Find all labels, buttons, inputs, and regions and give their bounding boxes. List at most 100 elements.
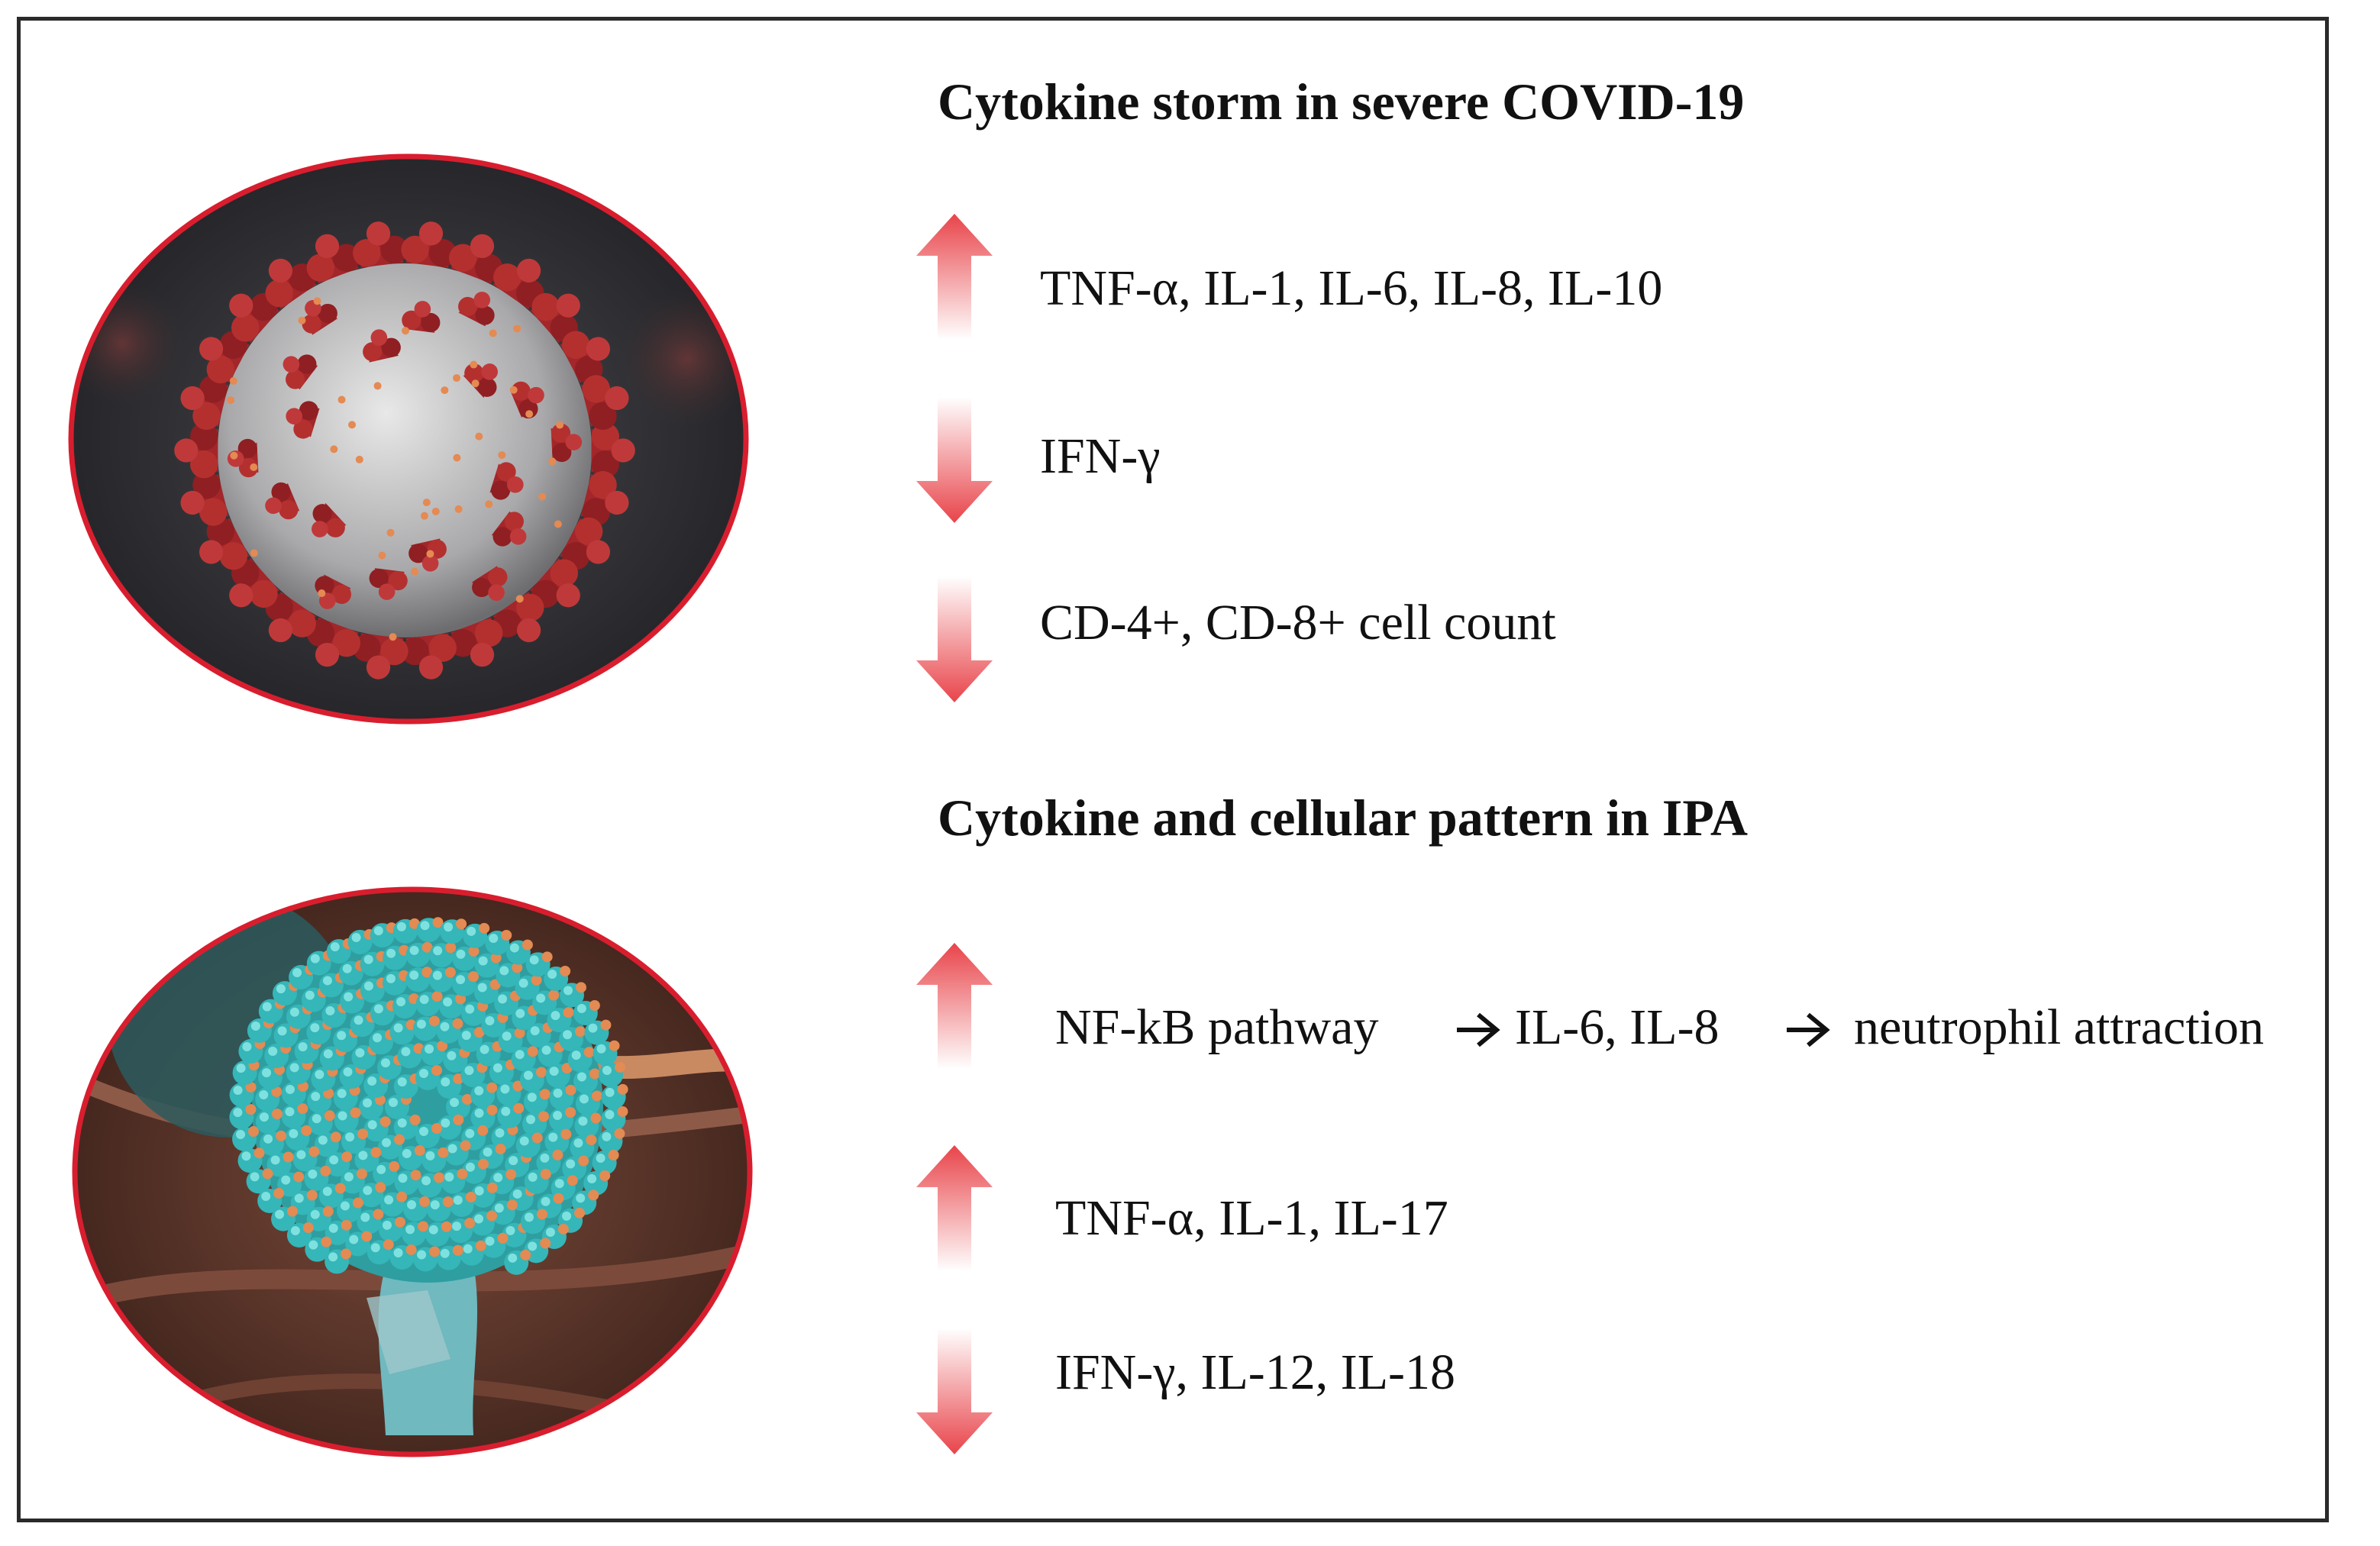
spore-tip xyxy=(395,1217,405,1228)
spore-tip xyxy=(618,1084,628,1095)
spore-tip xyxy=(411,1170,421,1180)
spore-tip xyxy=(325,1110,335,1121)
spore-tip xyxy=(321,1237,331,1247)
virus-dot xyxy=(489,330,497,337)
spore-tip xyxy=(476,1241,486,1251)
spore-tip xyxy=(301,1125,312,1136)
spore-tip xyxy=(586,1134,596,1145)
spore-tip xyxy=(464,1218,475,1228)
virus-dot xyxy=(485,500,492,508)
spore-tip xyxy=(563,1007,573,1018)
ipa-pathway-step1: NF-kB pathway xyxy=(1055,999,1378,1057)
spore-tip xyxy=(532,1132,543,1143)
virus-dot xyxy=(556,421,564,429)
virus-dot xyxy=(475,433,483,441)
up-arrow-icon xyxy=(916,1145,993,1271)
virus-dot xyxy=(389,633,397,641)
spore-tip xyxy=(350,1107,361,1118)
spore-tip xyxy=(528,1046,538,1057)
virus-dot xyxy=(453,374,460,382)
spore-tip xyxy=(486,1083,497,1093)
spore-tip xyxy=(341,1151,352,1162)
virus-dot xyxy=(374,382,382,389)
virus-dot xyxy=(227,396,234,404)
virus-dot xyxy=(548,457,556,465)
spore-tip xyxy=(513,1103,524,1114)
virus-dot xyxy=(313,297,321,305)
spore-tip xyxy=(373,1209,383,1219)
spore-tip xyxy=(287,1206,298,1217)
spore-tip xyxy=(394,1134,405,1145)
virus-dot xyxy=(348,421,356,428)
virus-dot xyxy=(230,377,237,385)
spore-tip xyxy=(548,990,559,1001)
spore-tip xyxy=(438,1147,448,1158)
spore-tip xyxy=(507,1199,518,1210)
ipa-pathway-step2: IL-6, IL-8 xyxy=(1515,999,1720,1057)
spore-tip xyxy=(431,1065,442,1076)
virus-dot xyxy=(455,505,463,513)
spore-tip xyxy=(540,1089,551,1099)
down-arrow-icon xyxy=(916,397,993,523)
spore-tip xyxy=(293,1172,304,1183)
spore-tip xyxy=(615,1062,625,1073)
spore-tip xyxy=(272,1109,283,1119)
spore-tip xyxy=(609,1150,619,1160)
spore-tip xyxy=(248,1126,259,1137)
spore-tip xyxy=(431,1123,442,1134)
spore-tip xyxy=(396,1192,407,1202)
spore-tip xyxy=(536,1067,547,1077)
spore-tip xyxy=(486,1211,497,1222)
spore-tip xyxy=(453,1115,463,1125)
spore-tip xyxy=(406,1244,417,1255)
spore-tip xyxy=(501,930,512,941)
spore-tip xyxy=(331,1131,341,1142)
virus-dot xyxy=(470,361,477,369)
spore-tip xyxy=(380,1116,391,1127)
ipa-downregulated-cytokines: IFN-γ, IL-12, IL-18 xyxy=(1055,1344,1455,1402)
spore-tip xyxy=(460,1141,471,1151)
covid-section-title: Cytokine storm in severe COVID-19 xyxy=(938,72,1744,132)
virus-dot xyxy=(498,451,505,459)
spore-tip xyxy=(589,1068,600,1079)
spore-tip xyxy=(452,1018,463,1029)
spore-tip xyxy=(308,1146,319,1157)
spore-tip xyxy=(357,1128,368,1139)
spore-tip xyxy=(487,1105,498,1115)
virus-dot xyxy=(554,520,562,528)
spore-tip xyxy=(341,1248,351,1259)
virus-dot xyxy=(250,463,257,471)
spore-tip xyxy=(498,1233,509,1244)
virus-dot xyxy=(432,508,440,515)
spore-tip xyxy=(537,1209,547,1219)
virus-dot xyxy=(387,529,395,537)
spore-tip xyxy=(505,1169,516,1180)
virus-dot xyxy=(356,456,363,463)
spore-tip xyxy=(600,1020,611,1031)
spore-tip xyxy=(578,1156,589,1167)
spore-tip xyxy=(592,1090,602,1101)
covid-upregulated-cytokines: TNF-α, IL-1, IL-6, IL-8, IL-10 xyxy=(1040,260,1662,318)
spore-tip xyxy=(276,1131,286,1141)
spore-tip xyxy=(457,1169,467,1180)
spore-tip xyxy=(357,1169,367,1180)
spore-tip xyxy=(320,1166,331,1176)
spore-tip xyxy=(565,1107,576,1118)
spore-tip xyxy=(487,1183,498,1193)
down-arrow-icon xyxy=(916,576,993,702)
spore-tip xyxy=(434,1173,444,1183)
virus-dot xyxy=(421,512,428,520)
spore-tip xyxy=(303,1222,314,1233)
spore-tip xyxy=(263,1168,273,1179)
spore-tip xyxy=(479,923,489,934)
virus-dot xyxy=(338,396,346,404)
virus-dot xyxy=(330,445,337,453)
spore-tip xyxy=(370,1147,381,1157)
spore-tip xyxy=(609,1041,620,1051)
spore-tip xyxy=(590,1113,601,1124)
spore-tip xyxy=(575,1026,586,1037)
virus-dot xyxy=(510,386,518,394)
ipa-section-title: Cytokine and cellular pattern in IPA xyxy=(938,788,1748,848)
up-arrow-icon xyxy=(916,214,993,340)
